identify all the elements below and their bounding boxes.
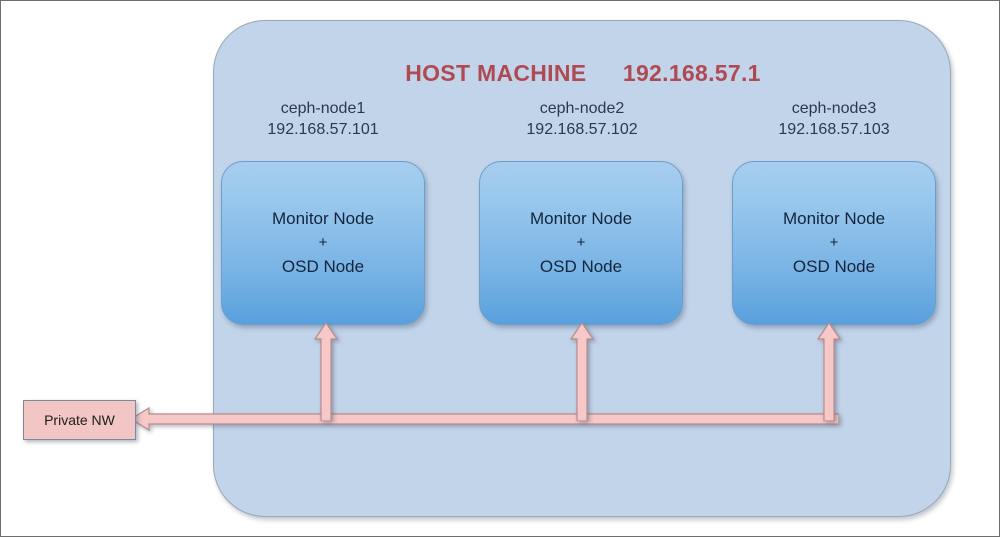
node-name-ceph-node3: ceph-node3 — [791, 100, 877, 117]
node-ip-ceph-node3: 192.168.57.103 — [778, 121, 890, 138]
node-caption-ceph-node3: ceph-node3 192.168.57.103 — [724, 98, 944, 140]
node-role-plus-3: + — [829, 234, 839, 251]
node-role-monitor-3: Monitor Node — [782, 209, 886, 228]
node-name-ceph-node1: ceph-node1 — [280, 100, 366, 117]
node-name-ceph-node2: ceph-node2 — [539, 100, 625, 117]
node-ip-ceph-node2: 192.168.57.102 — [526, 121, 638, 138]
host-machine-title: HOST MACHINE — [405, 60, 587, 86]
node-role-osd-1: OSD Node — [281, 257, 365, 276]
node-role-osd-2: OSD Node — [539, 257, 623, 276]
arrow-up-to-ceph-node3-icon — [817, 323, 841, 421]
host-machine-header: HOST MACHINE 192.168.57.1 — [214, 60, 952, 87]
node-caption-ceph-node1: ceph-node1 192.168.57.101 — [213, 98, 433, 140]
arrow-to-private-network-icon — [131, 406, 839, 432]
node-box-ceph-node3: Monitor Node + OSD Node — [732, 161, 936, 325]
host-machine-ip: 192.168.57.1 — [622, 60, 761, 86]
node-role-monitor-1: Monitor Node — [271, 209, 375, 228]
node-box-ceph-node2: Monitor Node + OSD Node — [479, 161, 683, 325]
node-caption-ceph-node2: ceph-node2 192.168.57.102 — [472, 98, 692, 140]
node-role-plus-1: + — [318, 234, 328, 251]
arrow-up-to-ceph-node1-icon — [314, 323, 338, 421]
node-role-monitor-2: Monitor Node — [529, 209, 633, 228]
arrow-up-to-ceph-node2-icon — [570, 323, 594, 421]
node-ip-ceph-node1: 192.168.57.101 — [267, 121, 379, 138]
node-role-plus-2: + — [576, 234, 586, 251]
private-network-label: Private NW — [44, 412, 115, 428]
node-role-osd-3: OSD Node — [792, 257, 876, 276]
node-box-ceph-node1: Monitor Node + OSD Node — [221, 161, 425, 325]
private-network-box: Private NW — [23, 400, 136, 440]
